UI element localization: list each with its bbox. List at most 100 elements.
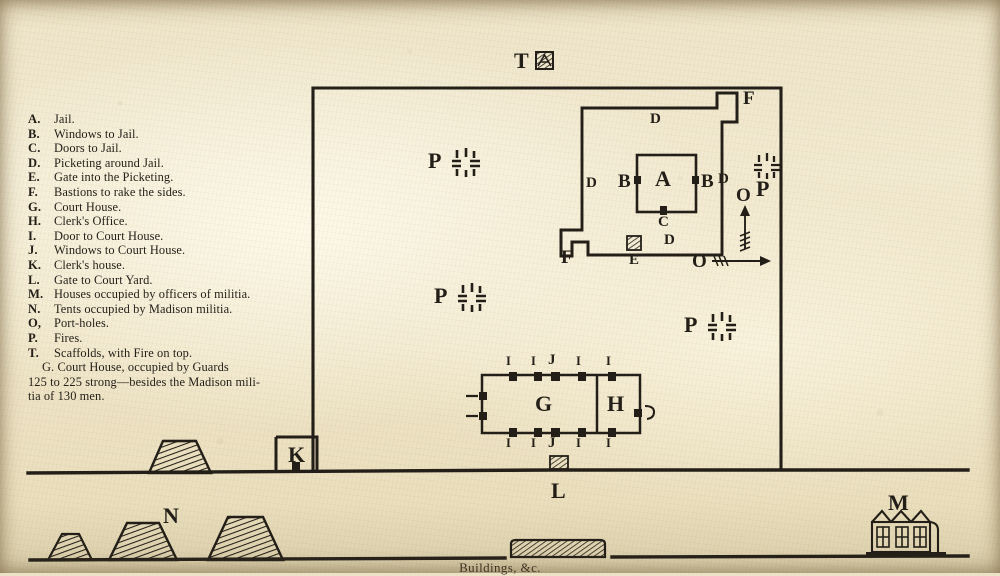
label-fire-2: P [434,283,448,308]
legend-item-text: Doors to Jail. [54,141,122,156]
label-jail-door: C [658,214,669,230]
porthole-arrows [712,205,771,267]
plate-caption: Buildings, &c. [459,560,541,575]
label-bastion-bottom-left: F [561,247,573,268]
label-clerks-office: H [607,391,625,416]
ch-right-opening [634,409,642,417]
jail-building [634,153,699,215]
label-jail-window-left: B [618,171,631,192]
legend-item-text: Gate to Court Yard. [54,272,153,287]
ch-left-opening-2 [479,412,487,420]
label-porthole-upper: O [736,185,751,206]
scaffold-icon [535,51,554,70]
tents-row [46,515,285,562]
ch-bot-door-1 [509,428,517,437]
fire-glyph-3 [708,312,736,341]
legend-item: K. Clerk's house. [28,258,318,273]
legend-item: G. Court House. [28,200,318,215]
label-fire-3: P [684,312,698,337]
fire-glyph-2 [458,283,486,312]
ch-top-door-3 [578,372,586,381]
legend-item-key: K. [28,257,42,272]
ch-left-opening-1 [479,392,487,400]
legend-item-key: B. [28,126,40,141]
tent-upper [147,439,213,475]
ch-top-door-2 [534,372,542,381]
label-ch-door-t3: I [576,354,581,368]
label-clerks-house: K [288,442,306,467]
label-gate-into-picketing: E [629,252,640,268]
label-picketing-left: D [586,175,597,191]
label-bastion-top-right: F [743,88,755,109]
legend-note-key: G. [42,360,55,375]
legend-item-text: Clerk's house. [54,257,126,272]
label-tents: N [163,503,179,528]
gate-into-picketing [626,235,642,251]
label-ch-door-b3: I [576,436,581,450]
clerks-house-door [292,462,300,471]
tent-3 [206,515,285,562]
ch-bot-door-3 [578,428,586,437]
label-ch-door-b2: I [531,436,536,450]
tent-2 [107,521,179,562]
legend-item-key: O, [28,316,42,331]
legend-item-text: Picketing around Jail. [54,155,164,170]
bastion-bottom-left [559,228,590,258]
legend-item-text: Jail. [54,112,75,126]
label-ch-door-b4: I [606,436,611,450]
legend-item-key: C. [28,141,41,156]
legend-item-key: H. [28,214,42,229]
label-porthole-lower: O [692,251,707,272]
ch-top-door-1 [509,372,517,381]
label-jail: A [655,166,671,191]
clerks-house [274,435,319,471]
legend-item-key: J. [28,243,38,258]
legend-item-key: T. [28,345,39,360]
ch-top-door-4 [608,372,616,381]
ch-bot-door-4 [608,428,616,437]
label-scaffold-t: T [514,48,529,73]
legend-item: H.Clerk's Office. [28,214,318,229]
legend-item: N.Tents occupied by Madison militia. [28,302,318,317]
legend-item-text: Houses occupied by officers of militia. [54,287,251,302]
legend-item-text: Scaffolds, with Fire on top. [54,345,193,360]
legend-item: T. Scaffolds, with Fire on top. [28,346,318,361]
legend-item-text: Door to Court House. [54,228,164,243]
militia-houses [866,509,946,557]
label-ch-window-b: J [548,435,556,451]
ch-bot-door-2 [534,428,542,437]
label-ch-window-t: J [548,352,556,368]
label-fire-4: P [756,176,770,201]
jail-door [660,206,667,215]
legend-item-key: G. [28,199,42,214]
legend-item-text: Court House. [54,199,122,214]
label-court-yard-gate: L [551,478,566,503]
legend-item: F.Bastions to rake the sides. [28,185,318,200]
legend-item-key: P. [28,330,38,345]
label-picketing-top: D [650,111,661,127]
label-ch-door-t1: I [506,354,511,368]
label-ch-door-b1: I [506,436,511,450]
court-house-block [466,372,656,437]
legend-item-text: Tents occupied by Madison militia. [54,301,233,316]
legend-note-line3: tia of 130 men. [28,389,105,404]
legend-item-key: F. [28,184,38,199]
label-ch-door-t4: I [606,354,611,368]
yard-front-ground-line [26,468,970,475]
legend-item: B.Windows to Jail. [28,127,318,142]
legend-rows: A.Jail.B.Windows to Jail.C. Doors to Jail… [28,112,318,360]
legend-note-line2: 125 to 225 strong—besides the Madison mi… [28,374,261,389]
legend-item-text: Windows to Court House. [54,243,186,258]
ch-top-window-j [551,372,560,381]
label-ch-door-t2: I [531,354,536,368]
bastion-top-right [715,91,739,124]
jail-window-right [692,176,699,184]
legend-item: P.Fires. [28,331,318,346]
legend-item: A.Jail. [28,112,318,127]
label-fire-1: P [428,148,442,173]
legend-item: C. Doors to Jail. [28,141,318,156]
legend-item: E.Gate into the Picketing. [28,170,318,185]
